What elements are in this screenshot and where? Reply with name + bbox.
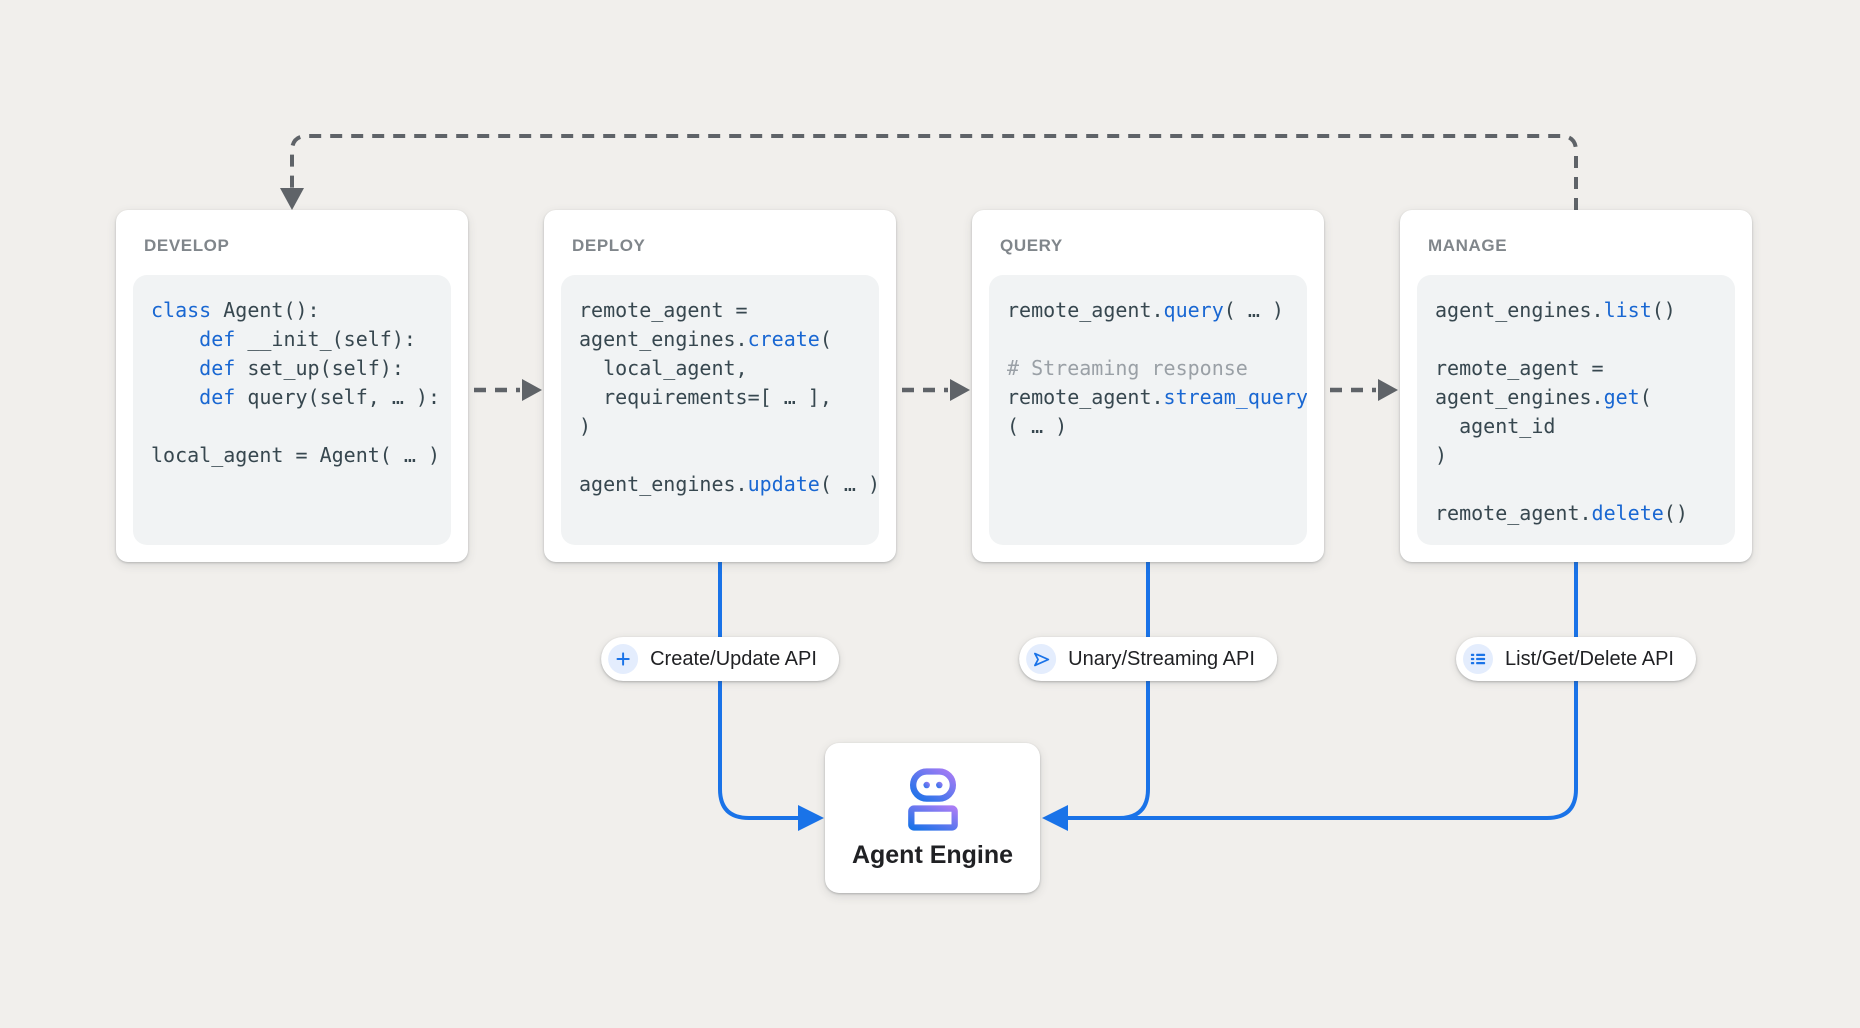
- code-line: remote_agent =: [1435, 356, 1604, 380]
- code-line: remote_agent.query( … ): [1007, 298, 1284, 322]
- agent-engine-node: Agent Engine: [825, 743, 1040, 893]
- code-line: agent_engines.update( … ): [579, 472, 879, 496]
- card-title-develop: DEVELOP: [144, 236, 230, 255]
- card-manage: MANAGE agent_engines.list() remote_agent…: [1400, 210, 1752, 562]
- code-block-manage: agent_engines.list() remote_agent = agent…: [1417, 275, 1735, 545]
- send-icon: [1026, 644, 1057, 674]
- pill-label: Create/Update API: [650, 647, 817, 670]
- code-line: def __init_(self):: [199, 327, 416, 351]
- code-line: [1007, 325, 1289, 354]
- code-line: agent_id: [1435, 414, 1556, 438]
- code-line: class Agent():: [151, 298, 320, 322]
- code-line: local_agent,: [579, 356, 748, 380]
- card-deploy: DEPLOY remote_agent = agent_engines.creat…: [544, 210, 896, 562]
- code-line: ): [579, 414, 592, 438]
- card-title-deploy: DEPLOY: [572, 236, 646, 255]
- card-develop: DEVELOP class Agent(): def __init_(self)…: [116, 210, 468, 562]
- manage-to-engine-line: [1068, 562, 1578, 820]
- arrowhead-left-icon: [1042, 805, 1068, 831]
- pill-unary-streaming-api: Unary/Streaming API: [1019, 637, 1277, 681]
- plus-icon: [608, 644, 639, 674]
- code-block-deploy: remote_agent = agent_engines.create( loca…: [561, 275, 879, 545]
- code-line: agent_engines.list(): [1435, 298, 1676, 322]
- code-line: requirements=[ … ],: [579, 385, 832, 409]
- deploy-to-engine-line: [718, 562, 798, 820]
- pill-create-update-api: Create/Update API: [601, 637, 839, 681]
- code-block-develop: class Agent(): def __init_(self): def se…: [133, 275, 451, 545]
- arrowhead-right-icon: [798, 805, 824, 831]
- card-title-manage: MANAGE: [1428, 236, 1508, 255]
- code-line: agent_engines.get(: [1435, 385, 1652, 409]
- agent-engine-label: Agent Engine: [851, 840, 1014, 869]
- pill-list-get-delete-api: List/Get/Delete API: [1456, 637, 1696, 681]
- code-line: local_agent = Agent( … ): [151, 443, 440, 467]
- code-line: [151, 412, 433, 441]
- code-line: agent_engines.create(: [579, 327, 832, 351]
- arrowhead-right-icon: [950, 379, 970, 401]
- code-line: def query(self, … ):: [199, 385, 440, 409]
- arrowhead-right-icon: [1378, 379, 1398, 401]
- pill-label: Unary/Streaming API: [1068, 647, 1255, 670]
- list-icon: [1463, 644, 1494, 674]
- card-title-query: QUERY: [1000, 236, 1063, 255]
- code-line: [1435, 470, 1717, 499]
- code-line: [1435, 325, 1717, 354]
- query-to-engine-line: [1100, 562, 1150, 820]
- code-block-query: remote_agent.query( … ) # Streaming resp…: [989, 275, 1307, 545]
- arrowhead-right-icon: [522, 379, 542, 401]
- pill-label: List/Get/Delete API: [1505, 647, 1674, 670]
- card-query: QUERY remote_agent.query( … ) # Streamin…: [972, 210, 1324, 562]
- code-line: [579, 441, 861, 470]
- code-line: remote_agent.stream_query: [1007, 385, 1307, 409]
- code-line: remote_agent.delete(): [1435, 501, 1688, 525]
- code-line: def set_up(self):: [199, 356, 404, 380]
- arrowhead-down-icon: [280, 188, 304, 210]
- robot-icon: [907, 767, 958, 831]
- code-line: ( … ): [1007, 414, 1068, 438]
- manage-to-develop-dashed-line: [290, 134, 1578, 210]
- code-line: # Streaming response: [1007, 356, 1248, 380]
- code-line: remote_agent =: [579, 298, 748, 322]
- code-line: ): [1435, 443, 1448, 467]
